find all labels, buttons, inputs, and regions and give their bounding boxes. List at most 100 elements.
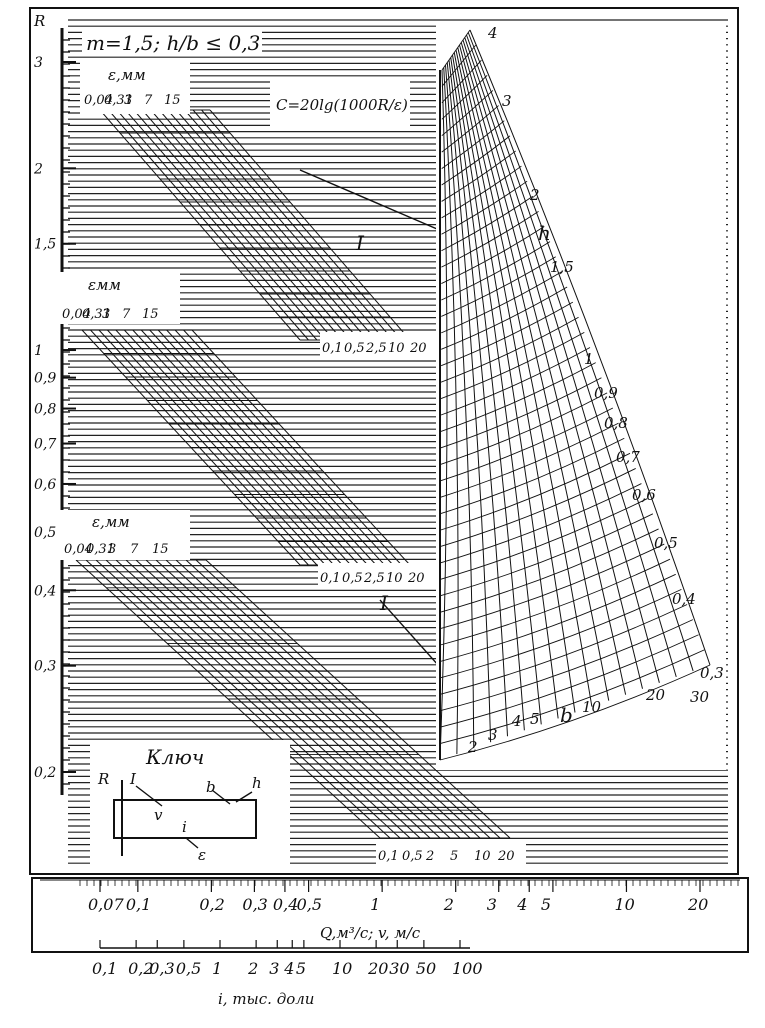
eps-value: 0,31 [86,542,115,557]
r-axis-tick-label: 0,6 [34,477,56,493]
grid-curve-h [441,195,534,252]
r-axis-tick-label: 2 [33,161,43,177]
v-scale-tick-label: 0,07 [88,895,124,914]
grid-curve-h [441,29,471,71]
eps-value: 3 [102,307,110,322]
grid-curve-h [440,604,688,695]
r-axis-tick-label: 0,7 [34,437,56,453]
eps-value: 0,5 [344,341,365,356]
eps-value: 0,5 [402,849,423,864]
grid-curve-h [441,90,494,137]
grid-curve-b [467,32,694,672]
grid-curve-b [445,64,475,749]
eps-value: 0,04 [84,93,113,108]
i-scale-tick-label: 2 [247,959,258,978]
eps-value: 2 [425,849,434,864]
r-axis-tick-label: 0,4 [34,583,56,599]
grid-curve-h [441,150,516,202]
h-scale-value: 0,7 [616,448,640,466]
eps-label-top: ε,мм [108,66,146,84]
grid-curve-h [440,558,671,646]
i-scale-tick-label: 5 [296,959,306,978]
b-scale-value: 3 [488,726,498,744]
i-scale-tick-label: 0,3 [149,959,174,978]
h-scale-value: 0,5 [654,534,678,552]
grid-curve-h [440,573,676,662]
eps-value: 7 [130,542,139,557]
b-scale-value: 30 [690,688,710,706]
roman-one-label: I [379,591,389,615]
b-scale-value: 5 [530,710,540,728]
grid-curve-h [441,256,556,317]
h-scale-value: 1 [584,350,594,368]
i-scale-tick-label: 4 [283,959,294,978]
grid-curve-h [440,407,614,482]
v-scale-tick-label: 1 [370,895,380,914]
grid-curve-h [440,483,642,564]
i-scale-tick-label: 0,1 [92,959,117,978]
r-axis-tick-label: 0,9 [34,371,56,387]
r-axis-tick-label: 1 [34,343,43,359]
eps-value: 3 [108,542,116,557]
key-v: v [154,806,163,824]
grid-curve-h [441,105,499,153]
key-r: R [97,770,109,788]
key-h: h [252,774,262,792]
eps-value: 7 [144,93,153,108]
h-scale-value: 0,6 [632,486,656,504]
r-axis-tick-label: 0,2 [34,765,56,781]
formula: C=20lg(1000R/ε) [276,96,408,114]
b-label: b [560,703,573,727]
eps-value: 10 [474,849,491,864]
grid-curve-b [469,29,711,666]
v-scale-tick-label: 0,1 [126,895,151,914]
grid-curve-h [441,75,488,120]
eps-value: 0,1 [322,341,343,356]
eps-value: 3 [124,93,132,108]
grid-curve-h [441,211,539,268]
eps-value: 15 [142,307,159,322]
grid-curve-h [440,619,694,712]
grid-curve-h [441,286,568,350]
key-eps: ε [198,846,206,864]
grid-curve-h [440,422,619,498]
v-scale-tick-label: 0,4 [273,895,298,914]
eps-label-low: ε,мм [92,513,130,531]
grid-curve-h [441,59,482,104]
b-scale-value: 2 [467,738,478,756]
grid-curve-h [440,543,665,630]
i-scale-label: i, тыс. доли [218,990,314,1008]
i-scale-tick-label: 50 [416,959,436,978]
r-axis-tick-label: 1,5 [34,237,56,253]
eps-label-mid: εмм [88,276,121,294]
grid-curve-h [439,649,705,745]
i-scale-tick-label: 10 [332,959,352,978]
grid-curve-h [439,664,711,761]
grid-curve-h [440,392,608,465]
outer-frame [29,7,739,875]
eps-value: 0,31 [82,307,111,322]
b-scale-value: 20 [645,686,666,704]
i-scale-tick-label: 0,2 [128,959,153,978]
h-label: h [538,221,551,245]
i-scale-tick-label: 1 [212,959,222,978]
grid-curve-h [440,377,602,449]
eps-value: 0,04 [64,542,93,557]
grid-curve-h [441,241,551,301]
h-scale-value: 0,9 [594,384,618,402]
r-axis-tick-label: 0,3 [34,659,56,675]
grid-curve-h [441,165,522,219]
b-scale-value: 4 [511,712,522,730]
i-scale-tick-label: 30 [389,959,409,978]
key-title: Ключ [145,745,204,769]
eps-value: 15 [164,93,181,108]
i-scale-tick-label: 100 [452,959,483,978]
